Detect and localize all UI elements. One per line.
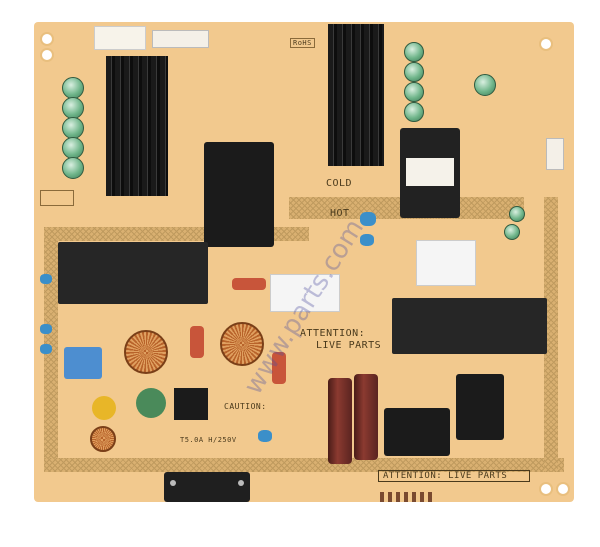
x-capacitor [64,347,102,379]
mount-hole [556,482,570,496]
caution-title: CAUTION: [224,402,267,411]
electrolytic-capacitor [328,378,352,464]
connector-right [546,138,564,170]
sticker-white [416,240,476,286]
capacitor [404,42,424,62]
ceramic-capacitor [360,212,376,226]
ceramic-capacitor [40,274,52,284]
bridge-module [58,242,208,304]
label-sticker [94,26,146,50]
capacitor [62,97,84,119]
mount-hole [539,37,553,51]
mount-hole [539,482,553,496]
resistor-red [232,278,266,290]
transformer-small [456,374,504,440]
capacitor [62,157,84,179]
connector-top [152,30,209,48]
capacitor [62,117,84,139]
capacitor [509,206,525,222]
varistor [92,396,116,420]
attention-line2: LIVE PARTS [316,340,382,351]
capacitor [404,82,424,102]
resistor-red [272,352,286,384]
resistor-red [190,326,204,358]
choke-coil [90,426,116,452]
fuse-holder [164,472,250,502]
choke-coil [124,330,168,374]
electrolytic-capacitor [354,374,378,460]
ceramic-capacitor [40,324,52,334]
transformer-right [400,128,460,218]
capacitor [404,102,424,122]
rohs-label: RoHS [290,38,315,48]
ceramic-capacitor [258,430,272,442]
choke-coil [220,322,264,366]
capacitor [504,224,520,240]
transformer-main [204,142,274,247]
heatsink-center [328,24,384,166]
cold-label: COLD [326,178,353,189]
attention-line1: ATTENTION: [300,328,366,339]
thermistor [136,388,166,418]
ceramic-capacitor [360,234,374,246]
heatsink-left [106,56,168,196]
capacitor [62,77,84,99]
pfc-module [392,298,547,354]
hot-label: HOT [330,208,350,219]
isolation-band-bottom [44,458,564,472]
mount-hole [40,32,54,46]
ceramic-capacitor [40,344,52,354]
capacitor [404,62,424,82]
circuit-board: RoHS COLD HOT ATTENTIO [34,22,574,502]
capacitor [474,74,496,96]
isolation-band-right [544,197,558,472]
cable-clip [40,190,74,206]
capacitor [62,137,84,159]
fuse-rating: T5.0A H/250V [180,436,237,444]
relay [174,388,208,420]
transformer-small [384,408,450,456]
bottom-markings [380,492,432,502]
mount-hole [40,48,54,62]
sticker-white [270,274,340,312]
attention-bottom-box: ATTENTION: LIVE PARTS [378,470,531,482]
